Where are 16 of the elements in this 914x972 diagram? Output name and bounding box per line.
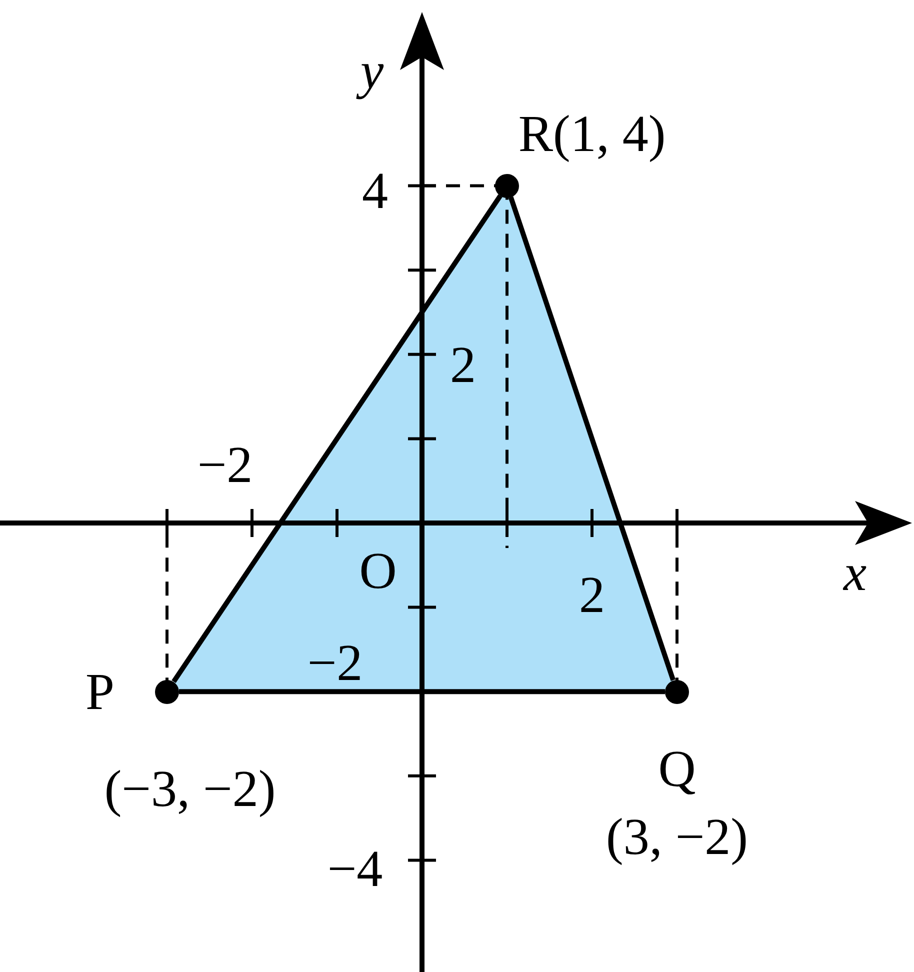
triangle-side	[508, 196, 676, 682]
axis-label: x	[843, 548, 867, 600]
tick-label: O	[359, 546, 397, 598]
point-label: R(1, 4)	[518, 109, 666, 161]
triangle-side	[172, 194, 502, 684]
tick-label: 4	[362, 166, 388, 218]
point-label: P	[86, 667, 114, 719]
tick-label: −2	[307, 638, 363, 690]
tick-label: −2	[197, 440, 253, 492]
tick-label: 2	[450, 340, 476, 392]
point-label: Q	[658, 744, 696, 796]
triangle-side	[179, 689, 665, 694]
point-label: (3, −2)	[606, 812, 748, 864]
tick-label: 2	[579, 570, 605, 622]
point-label: (−3, −2)	[104, 764, 276, 816]
tick-label: −4	[327, 844, 383, 896]
